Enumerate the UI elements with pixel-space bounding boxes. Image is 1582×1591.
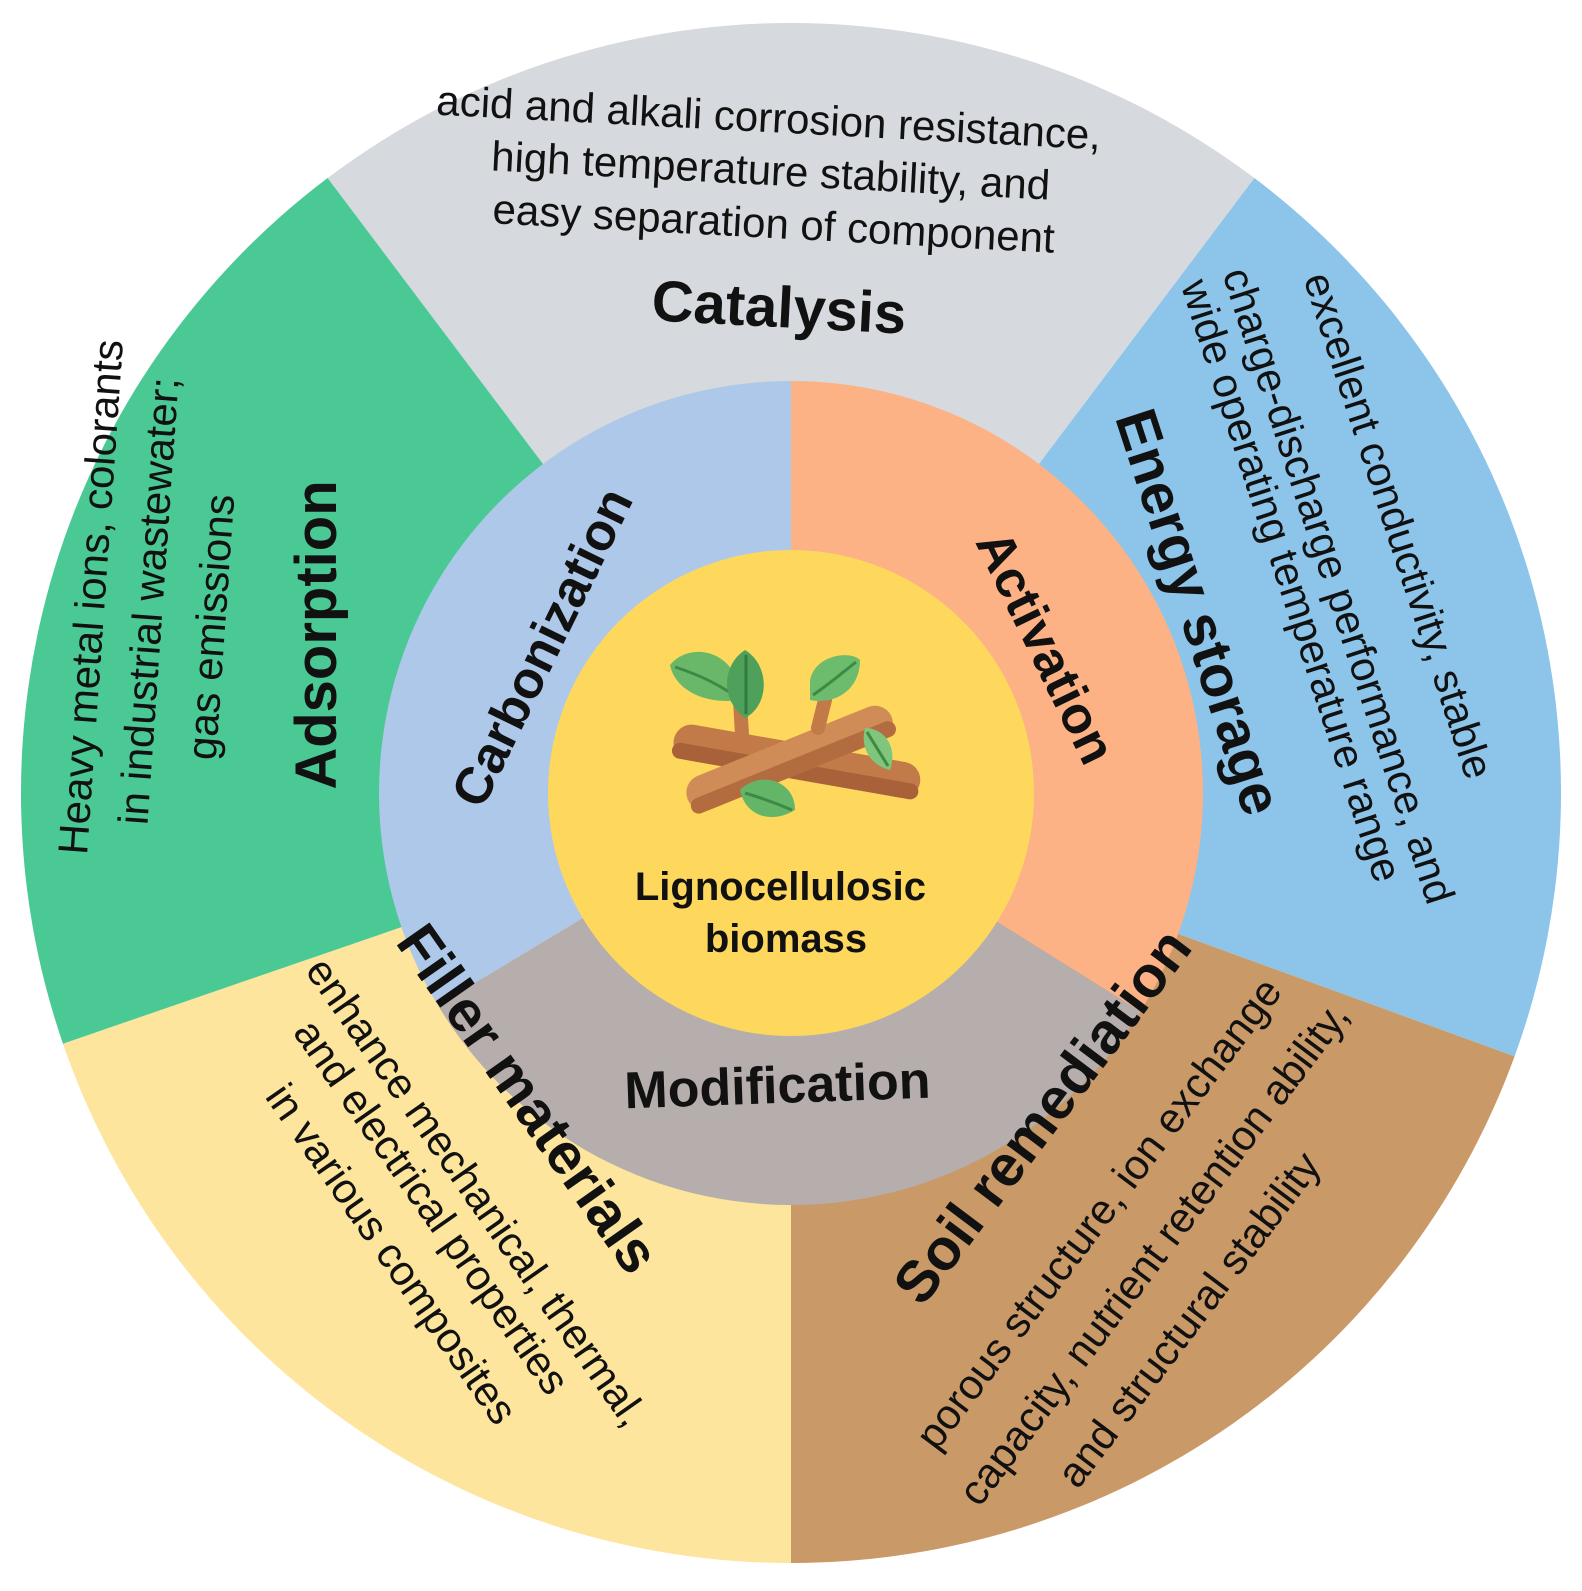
app-desc-catalysis-group: acid and alkali corrosion resistance, hi…: [435, 77, 1102, 262]
center-label: Lignocellulosic biomass: [635, 865, 937, 961]
process-label-modification: Modification: [623, 1052, 931, 1121]
app-title-adsorption: Adsorption: [284, 480, 349, 789]
center-label-line-2: biomass: [705, 917, 867, 961]
app-title-catalysis: Catalysis: [650, 268, 908, 346]
center-label-line-1: Lignocellulosic: [635, 865, 926, 909]
branch-leaves-icon: [670, 650, 921, 818]
center-circle: [548, 550, 1034, 1036]
